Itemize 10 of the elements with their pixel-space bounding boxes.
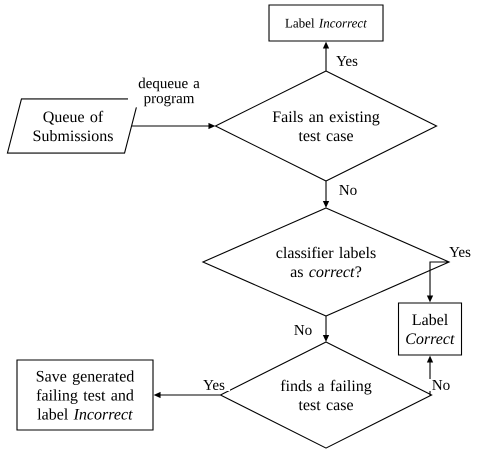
edge-label: Yes xyxy=(331,55,363,67)
edge-label: dequeue a program xyxy=(128,76,210,108)
process-box: Label Correct xyxy=(398,302,462,356)
edge-label: No xyxy=(425,379,457,391)
process-box: Save generated failing test and label Incorrect xyxy=(16,359,154,431)
input-parallelogram: Queue of Submissions xyxy=(6,98,140,154)
edge-label: No xyxy=(332,184,364,196)
process-box: Label Incorrect xyxy=(268,4,384,42)
edge-label: No xyxy=(287,324,319,336)
edge-label: Yes xyxy=(198,379,230,391)
